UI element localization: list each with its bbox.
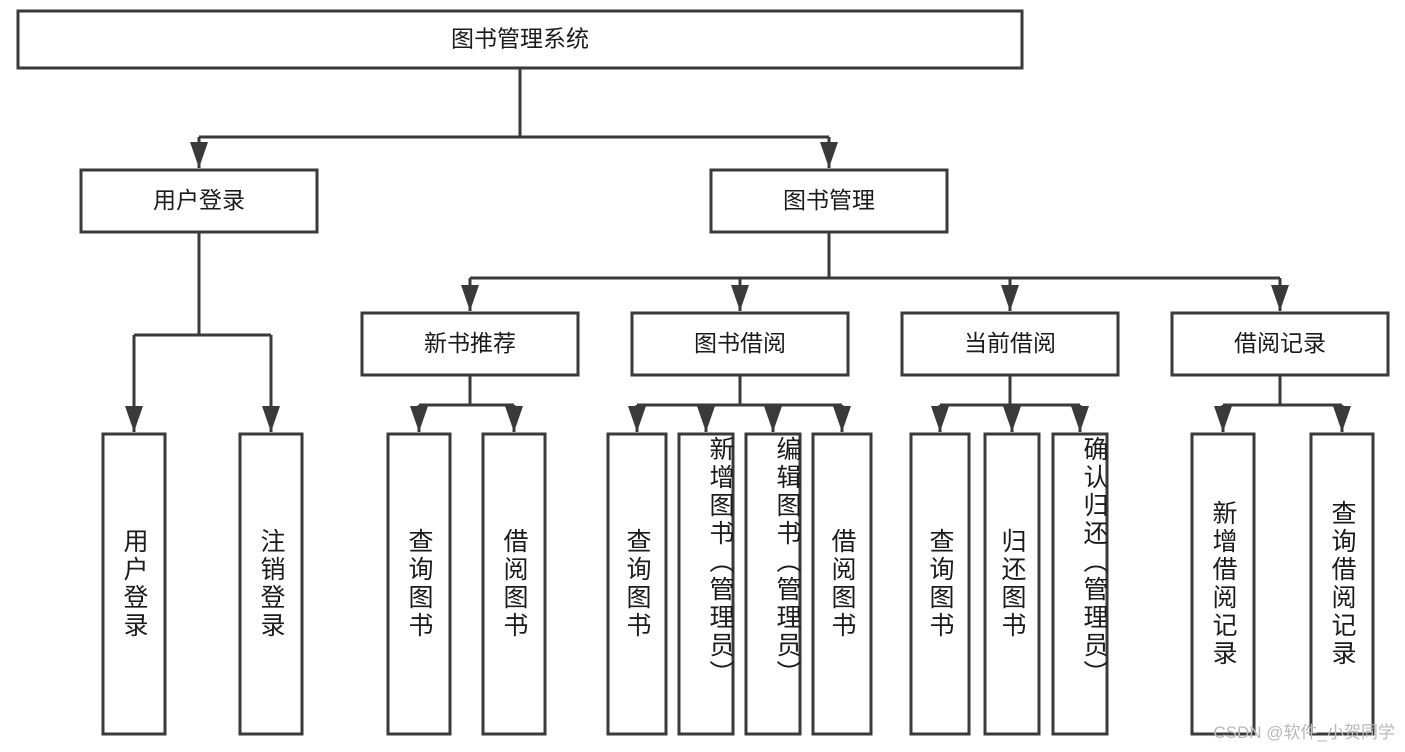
leaf-node-5[interactable]: 新增图书（管理员）: [677, 432, 735, 736]
arrow-head-icon: [190, 142, 208, 168]
leaf-label: 查询图书: [623, 528, 651, 640]
leaf-label-wrapper: 确认归还（管理员）: [1080, 436, 1108, 688]
node-root-0[interactable]: 图书管理系统: [16, 9, 1024, 70]
connector-edges: [125, 68, 1351, 432]
node-l2-0[interactable]: 用户登录: [79, 168, 319, 234]
node-l3-3[interactable]: 借阅记录: [1170, 311, 1390, 377]
arrow-head-icon: [262, 406, 280, 432]
csdn-watermark: CSDN @软件_小贺同学: [1213, 723, 1395, 742]
leaf-rect: [909, 432, 971, 736]
leaf-rect: [238, 432, 304, 736]
leaf-rect: [1051, 432, 1109, 736]
leaf-label: 查询图书: [926, 528, 954, 640]
leaf-node-12[interactable]: 查询借阅记录: [1309, 432, 1375, 736]
arrow-head-icon: [1003, 406, 1021, 432]
arrow-head-icon: [1001, 285, 1019, 311]
node-l3-1[interactable]: 图书借阅: [630, 311, 850, 377]
leaf-label: 查询借阅记录: [1328, 500, 1356, 668]
node-l3-0[interactable]: 新书推荐: [360, 311, 580, 377]
leaf-rect: [677, 432, 735, 736]
node-label: 图书管理系统: [451, 26, 589, 52]
leaf-rect: [983, 432, 1041, 736]
node-l3-2[interactable]: 当前借阅: [900, 311, 1120, 377]
node-rect: [360, 311, 580, 377]
leaf-node-9[interactable]: 归还图书: [983, 432, 1041, 736]
leaf-label: 编辑图书（管理员）: [773, 436, 801, 688]
leaf-label-wrapper: 借阅图书: [828, 528, 856, 640]
leaf-label: 新增借阅记录: [1209, 500, 1237, 668]
leaf-rect: [811, 432, 873, 736]
leaf-label: 注销登录: [257, 528, 285, 640]
leaf-node-0[interactable]: 用户登录: [101, 432, 167, 736]
leaf-node-7[interactable]: 借阅图书: [811, 432, 873, 736]
arrow-head-icon: [1071, 406, 1089, 432]
node-label: 图书借阅: [694, 330, 786, 356]
leaf-label-wrapper: 归还图书: [998, 528, 1026, 640]
node-rect: [1170, 311, 1390, 377]
node-label: 用户登录: [153, 187, 245, 213]
node-rect: [900, 311, 1120, 377]
node-label: 新书推荐: [424, 330, 516, 356]
leaf-node-10[interactable]: 确认归还（管理员）: [1051, 432, 1109, 736]
arrow-head-icon: [505, 406, 523, 432]
node-rect: [709, 168, 949, 234]
leaf-rect: [481, 432, 547, 736]
leaf-label: 查询图书: [405, 528, 433, 640]
leaf-label-wrapper: 用户登录: [120, 528, 148, 640]
arrow-head-icon: [931, 406, 949, 432]
arrow-head-icon: [731, 285, 749, 311]
leaf-rect: [606, 432, 668, 736]
leaf-rect: [1190, 432, 1256, 736]
leaf-label: 借阅图书: [828, 528, 856, 640]
leaf-rect: [1309, 432, 1375, 736]
node-rect: [79, 168, 319, 234]
arrow-head-icon: [125, 406, 143, 432]
node-label: 图书管理: [783, 187, 875, 213]
leaf-label-wrapper: 查询图书: [926, 528, 954, 640]
arrow-head-icon: [833, 406, 851, 432]
leaf-label: 用户登录: [120, 528, 148, 640]
node-label: 借阅记录: [1234, 330, 1326, 356]
leaf-label-wrapper: 查询借阅记录: [1328, 500, 1356, 668]
leaf-label: 借阅图书: [500, 528, 528, 640]
leaf-label-wrapper: 新增借阅记录: [1209, 500, 1237, 668]
node-l2-1[interactable]: 图书管理: [709, 168, 949, 234]
arrow-head-icon: [697, 406, 715, 432]
leaf-label-wrapper: 新增图书（管理员）: [706, 436, 734, 688]
arrow-head-icon: [820, 142, 838, 168]
leaf-label-wrapper: 借阅图书: [500, 528, 528, 640]
arrow-head-icon: [1333, 406, 1351, 432]
arrow-head-icon: [764, 406, 782, 432]
arrow-head-icon: [410, 406, 428, 432]
node-label: 当前借阅: [964, 330, 1056, 356]
arrow-head-icon: [1214, 406, 1232, 432]
leaf-node-8[interactable]: 查询图书: [909, 432, 971, 736]
leaf-label: 新增图书（管理员）: [706, 436, 734, 688]
leaf-node-1[interactable]: 注销登录: [238, 432, 304, 736]
arrow-head-icon: [1271, 285, 1289, 311]
leaf-label-wrapper: 查询图书: [623, 528, 651, 640]
leaf-node-3[interactable]: 借阅图书: [481, 432, 547, 736]
leaf-node-6[interactable]: 编辑图书（管理员）: [744, 432, 802, 736]
leaf-label: 归还图书: [998, 528, 1026, 640]
node-rect: [16, 9, 1024, 70]
leaf-rect: [101, 432, 167, 736]
leaf-label-wrapper: 查询图书: [405, 528, 433, 640]
leaf-node-2[interactable]: 查询图书: [386, 432, 452, 736]
leaf-node-4[interactable]: 查询图书: [606, 432, 668, 736]
leaf-label-wrapper: 注销登录: [257, 528, 285, 640]
leaf-label-wrapper: 编辑图书（管理员）: [773, 436, 801, 688]
leaf-node-11[interactable]: 新增借阅记录: [1190, 432, 1256, 736]
arrow-head-icon: [461, 285, 479, 311]
node-boxes: 图书管理系统用户登录图书管理新书推荐图书借阅当前借阅借阅记录用户登录注销登录查询…: [16, 9, 1390, 736]
arrow-head-icon: [628, 406, 646, 432]
leaf-label: 确认归还（管理员）: [1080, 436, 1108, 688]
node-rect: [630, 311, 850, 377]
leaf-rect: [386, 432, 452, 736]
leaf-rect: [744, 432, 802, 736]
